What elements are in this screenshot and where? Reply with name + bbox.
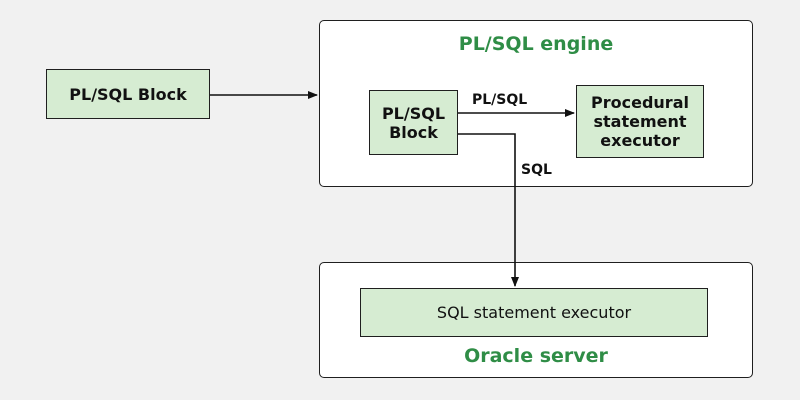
plsql-engine-title: PL/SQL engine	[458, 33, 614, 55]
procedural-statement-executor: Procedural statement executor	[576, 85, 704, 158]
edge-label-sql: SQL	[521, 162, 552, 178]
engine-plsql-block: PL/SQL Block	[369, 90, 458, 155]
sql-statement-executor-label: SQL statement executor	[436, 303, 632, 322]
procedural-executor-line2: statement	[593, 112, 687, 131]
engine-plsql-block-line1: PL/SQL	[381, 103, 446, 123]
edge-label-plsql: PL/SQL	[472, 92, 528, 108]
oracle-server-title: Oracle server	[464, 345, 608, 367]
sql-statement-executor: SQL statement executor	[360, 288, 708, 337]
external-plsql-block: PL/SQL Block	[46, 69, 210, 119]
procedural-executor-line1: Procedural	[591, 93, 689, 112]
external-plsql-block-label: PL/SQL Block	[69, 84, 187, 104]
engine-plsql-block-line2: Block	[389, 122, 438, 142]
edge-block-to-sql-executor	[458, 133, 519, 287]
procedural-executor-line3: executor	[600, 131, 680, 150]
